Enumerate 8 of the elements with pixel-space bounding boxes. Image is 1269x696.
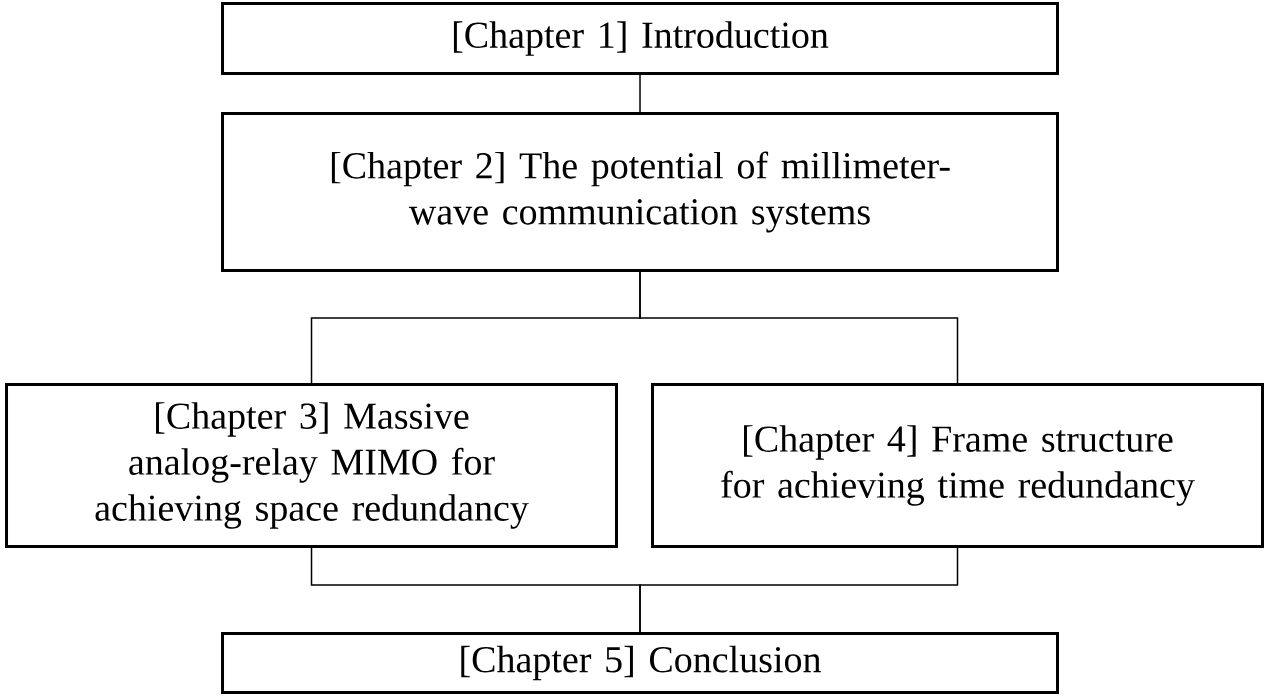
- chapter-box: [Chapter 1] Introduction: [221, 2, 1059, 75]
- chapter-box: [Chapter 5] Conclusion: [221, 632, 1059, 694]
- connector-line: [639, 547, 959, 633]
- connector-line: [639, 271, 959, 384]
- chapter-box: [Chapter 2] The potential of millimeter-wave communication systems: [221, 112, 1059, 272]
- chapter-box: [Chapter 4] Frame structure for achieving time redundancy: [651, 383, 1264, 548]
- chapter-box: [Chapter 3] Massive analog-relay MIMO for achieving space redundancy: [5, 383, 618, 548]
- connector-line: [639, 74, 641, 113]
